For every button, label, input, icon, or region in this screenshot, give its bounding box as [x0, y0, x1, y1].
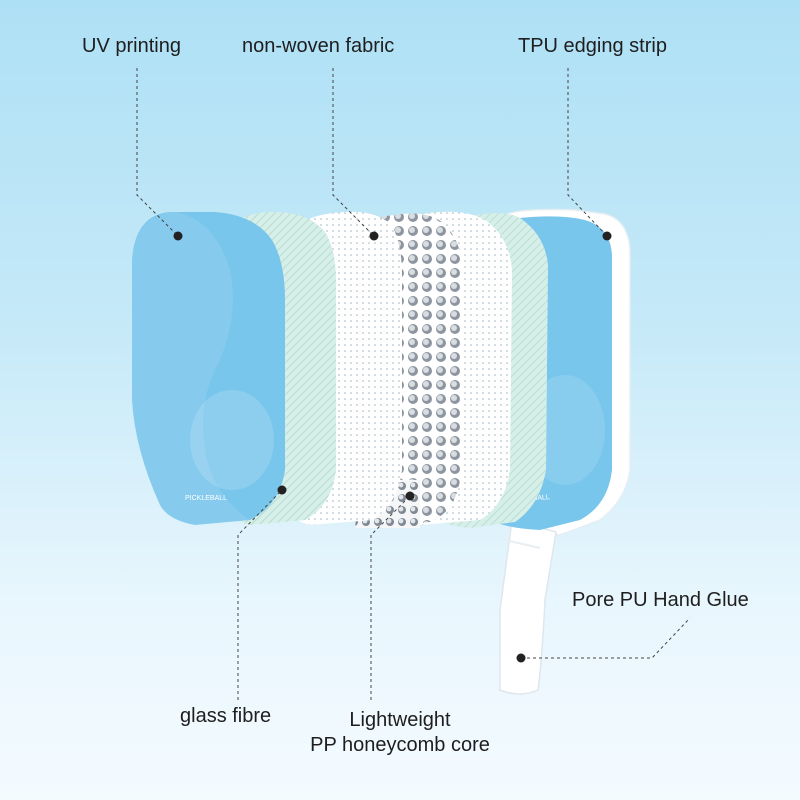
- label-pore-pu-hand-glue: Pore PU Hand Glue: [572, 589, 749, 611]
- leader-honeycomb: [370, 495, 411, 700]
- leader-dot-icon: [369, 231, 379, 241]
- label-glass-fibre: glass fibre: [180, 705, 272, 727]
- leader-pore-pu: [521, 617, 691, 659]
- front-face-layer: PICKLEBALL: [132, 212, 285, 525]
- leader-uv-printing: [136, 68, 179, 237]
- leader-lines: [136, 68, 691, 700]
- leader-dot-icon: [516, 653, 526, 663]
- label-non-woven-fabric: non-woven fabric: [242, 35, 395, 57]
- paddle-handle: [499, 519, 557, 695]
- leader-dot-icon: [405, 491, 415, 501]
- leader-glass-fibre: [237, 489, 283, 700]
- label-honeycomb-line2: PP honeycomb core: [310, 734, 490, 756]
- leader-dots: [173, 231, 612, 663]
- label-uv-printing: UV printing: [82, 35, 181, 57]
- label-tpu-edging-strip: TPU edging strip: [518, 35, 667, 57]
- front-face-logo: PICKLEBALL: [185, 495, 227, 502]
- leader-dot-icon: [602, 231, 612, 241]
- leader-dot-icon: [277, 485, 287, 495]
- leader-tpu: [567, 68, 608, 237]
- leader-non-woven: [332, 68, 375, 237]
- label-honeycomb-line1: Lightweight: [349, 709, 451, 731]
- leader-dot-icon: [173, 231, 183, 241]
